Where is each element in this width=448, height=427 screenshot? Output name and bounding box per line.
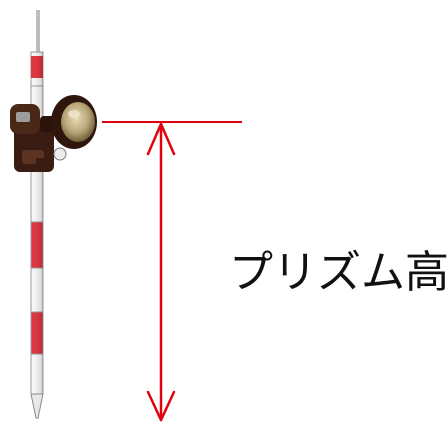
prism-height-label: プリズム高 [229, 247, 448, 298]
prism-glass-glint [68, 110, 80, 118]
prism-clamp-highlight [16, 112, 30, 122]
pole-top-rod [36, 10, 40, 52]
height-arrow [146, 122, 176, 422]
prism-knob [53, 147, 67, 161]
height-arrow-head-bottom [146, 390, 176, 422]
prism-mount-stem [36, 158, 44, 172]
height-arrow-head-top [146, 122, 176, 156]
survey-pole [30, 10, 44, 419]
prism-reflector [10, 95, 97, 172]
pole-shading [31, 52, 43, 394]
pole-tip [30, 393, 44, 419]
prism-glass [61, 102, 95, 142]
